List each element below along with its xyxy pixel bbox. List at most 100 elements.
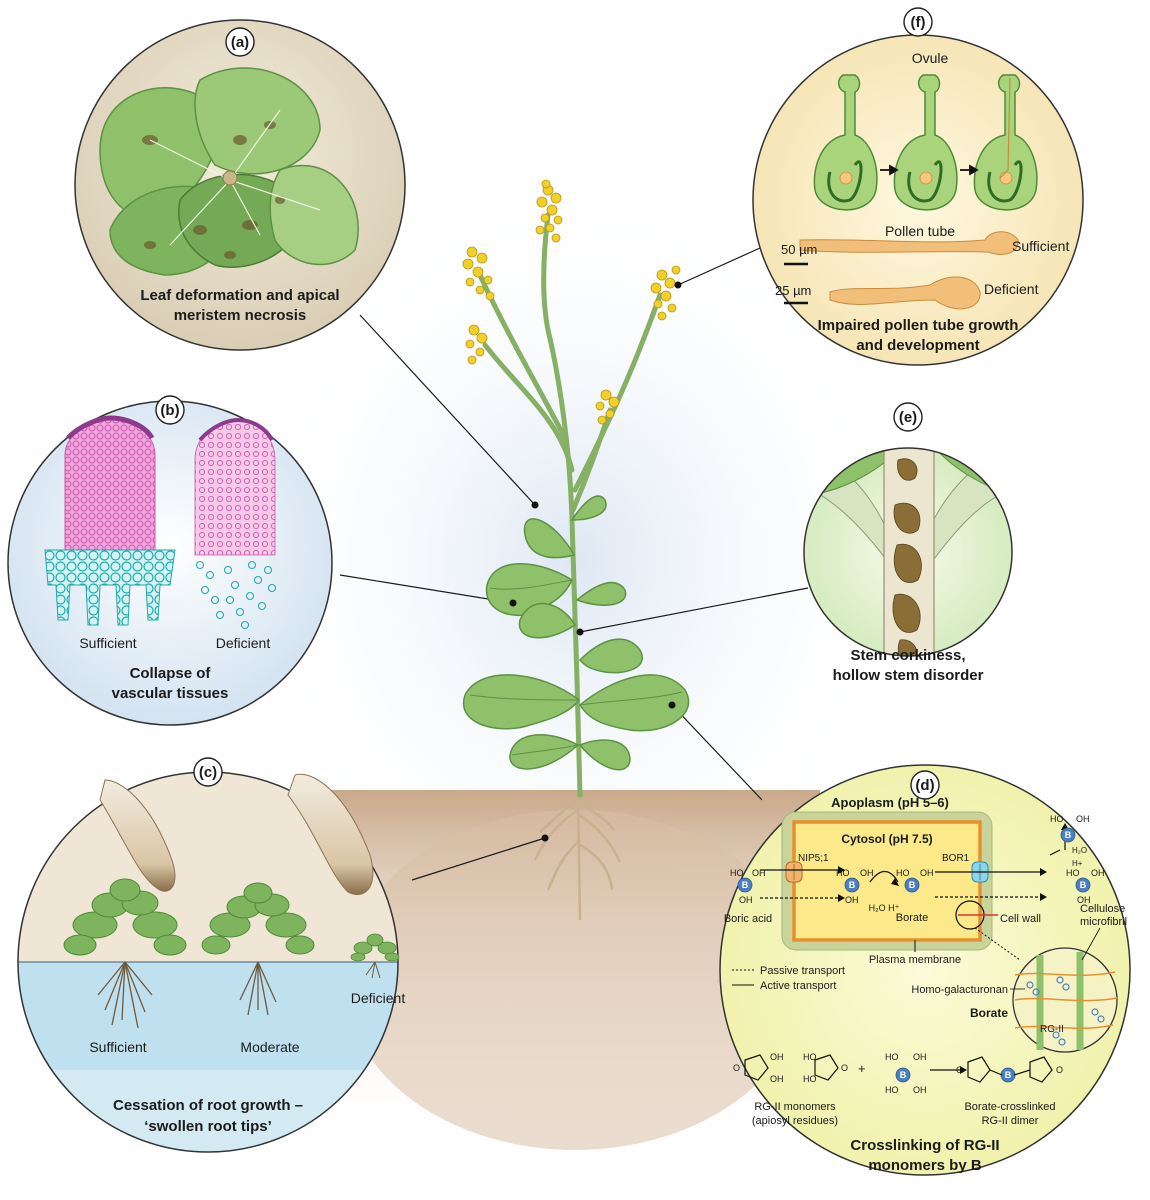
svg-text:O: O [956,1065,963,1075]
rapeseed-plant [462,179,690,921]
panel-e-badge [893,402,923,432]
cell-wall-zoom [1012,947,1118,1053]
panel-e-caption-1: Stem corkiness, [850,647,965,664]
panel-f-ovule-label: Ovule [912,50,949,66]
nip5-label: NIP5;1 [798,853,829,864]
svg-text:OH: OH [845,895,859,905]
svg-text:B: B [1065,830,1072,840]
svg-text:OH: OH [770,1074,784,1084]
panel-d-letter: (d) [915,777,934,794]
svg-text:HO: HO [1050,814,1064,824]
panel-f: (f) Ovule Pollen tube Sufficient Deficie… [752,7,1084,366]
homo-galacturonan-label: Homo-galacturonan [911,984,1008,996]
panel-f-badge [903,7,933,37]
svg-text:OH: OH [739,895,753,905]
connector-dots [509,281,682,842]
svg-text:+: + [858,1061,866,1076]
hydroxyl-labels: HO OH OH HO OH OH HO OH HO OH OH HO OH [730,814,1105,905]
svg-text:OH: OH [752,868,766,878]
panel-b: (b) Sufficient Deficient Collapse of vas… [7,395,333,726]
bor1-label: BOR1 [942,853,970,864]
panel-b-caption-2: vascular tissues [112,685,229,702]
flower-clusters [462,179,681,425]
panel-a-letter: (a) [231,34,249,51]
panel-e-caption-2: hollow stem disorder [833,667,984,684]
panel-b-badge [155,395,185,425]
rgii-monomers-label-2: (apiosyl residues) [752,1115,838,1127]
svg-text:HO: HO [803,1052,817,1062]
water-proton-label: H₂O H⁺ [869,903,900,913]
nip5-transporter [785,861,803,883]
svg-text:OH: OH [860,868,874,878]
svg-text:HO: HO [836,868,850,878]
boron-symbols: B B B B B B B [742,830,1087,1080]
panel-d-caption-2: monomers by B [868,1157,982,1174]
vascular-deficient-tissue [195,560,277,630]
panel-b-letter: (b) [160,402,179,419]
seedling-deficient [350,933,400,979]
panel-a-leaves [99,67,359,276]
borate-label: Borate [896,912,928,924]
svg-text:HO: HO [885,1085,899,1095]
rgii-dimer-label-2: RG-II dimer [982,1115,1039,1127]
panel-b-label-sufficient: Sufficient [79,635,136,651]
soil-shadow [345,810,805,1150]
svg-text:HO: HO [1066,868,1080,878]
rgii-reaction: O OH OH HO HO O HO OH HO OH O O + [733,1052,1063,1095]
panel-f-label-deficient: Deficient [984,281,1039,297]
panel-d: B B B B B B B HO OH OH HO OH OH HO OH HO… [719,764,1131,1176]
panel-c-badge [193,757,223,787]
rgii-label: RG-II [1040,1024,1064,1035]
rgii-dimer-label-1: Borate-crosslinked [964,1101,1055,1113]
panel-f-scale-25: 25 µm [775,283,811,298]
cytosol-box [792,820,982,942]
panel-f-label-sufficient: Sufficient [1012,238,1069,254]
svg-text:B: B [1080,880,1087,890]
panel-c-label-deficient: Deficient [351,990,406,1006]
connector-lines [339,247,809,881]
panel-c-label-sufficient: Sufficient [89,1039,146,1055]
panel-c-letter: (c) [199,764,217,781]
svg-text:OH: OH [1077,895,1091,905]
svg-text:B: B [742,880,749,890]
cellulose-label-1: Cellulose [1080,903,1125,915]
cellulose-label-2: microfibril [1080,916,1127,928]
panel-a-caption-1: Leaf deformation and apical [140,287,339,304]
panel-f-letter: (f) [911,14,926,31]
panel-a-caption-2: meristem necrosis [174,307,307,324]
panel-d-badge [910,770,940,800]
svg-text:O: O [733,1063,740,1073]
panel-f-pollen-tube-label: Pollen tube [885,223,955,239]
boric-acid-label: Boric acid [724,913,772,925]
rgii-monomers-label-1: RG-II monomers [754,1101,836,1113]
svg-text:B: B [909,880,916,890]
svg-text:OH: OH [1076,814,1090,824]
panel-b-label-deficient: Deficient [216,635,271,651]
svg-text:HO: HO [885,1052,899,1062]
panel-c-caption-1: Cessation of root growth – [113,1097,303,1114]
seedling-moderate [201,882,315,1016]
svg-text:B: B [849,880,856,890]
panel-c-caption-2: ‘swollen root tips’ [144,1118,272,1135]
swollen-root-tip-right [287,773,374,896]
passive-transport-label: Passive transport [760,965,845,977]
pollen-tube-deficient [829,276,981,310]
borate-bold-label: Borate [970,1006,1008,1020]
plant-leaves [462,495,690,771]
panel-d-caption-1: Crosslinking of RG-II [850,1137,999,1154]
svg-text:OH: OH [920,868,934,878]
panel-a-badge [225,27,255,57]
leaf-veins [469,579,683,756]
svg-text:OH: OH [913,1085,927,1095]
panel-f-caption-2: and development [856,337,979,354]
water-right-label: H₂O [1072,846,1087,855]
pollen-tube-sufficient [799,231,1019,255]
svg-text:HO: HO [896,868,910,878]
panel-e-letter: (e) [899,409,917,426]
panel-f-caption-1: Impaired pollen tube growth [818,317,1019,334]
swollen-root-tip-left [99,779,176,892]
svg-text:HO: HO [803,1074,817,1084]
panel-b-caption-1: Collapse of [130,665,212,682]
panel-c-label-moderate: Moderate [240,1039,299,1055]
